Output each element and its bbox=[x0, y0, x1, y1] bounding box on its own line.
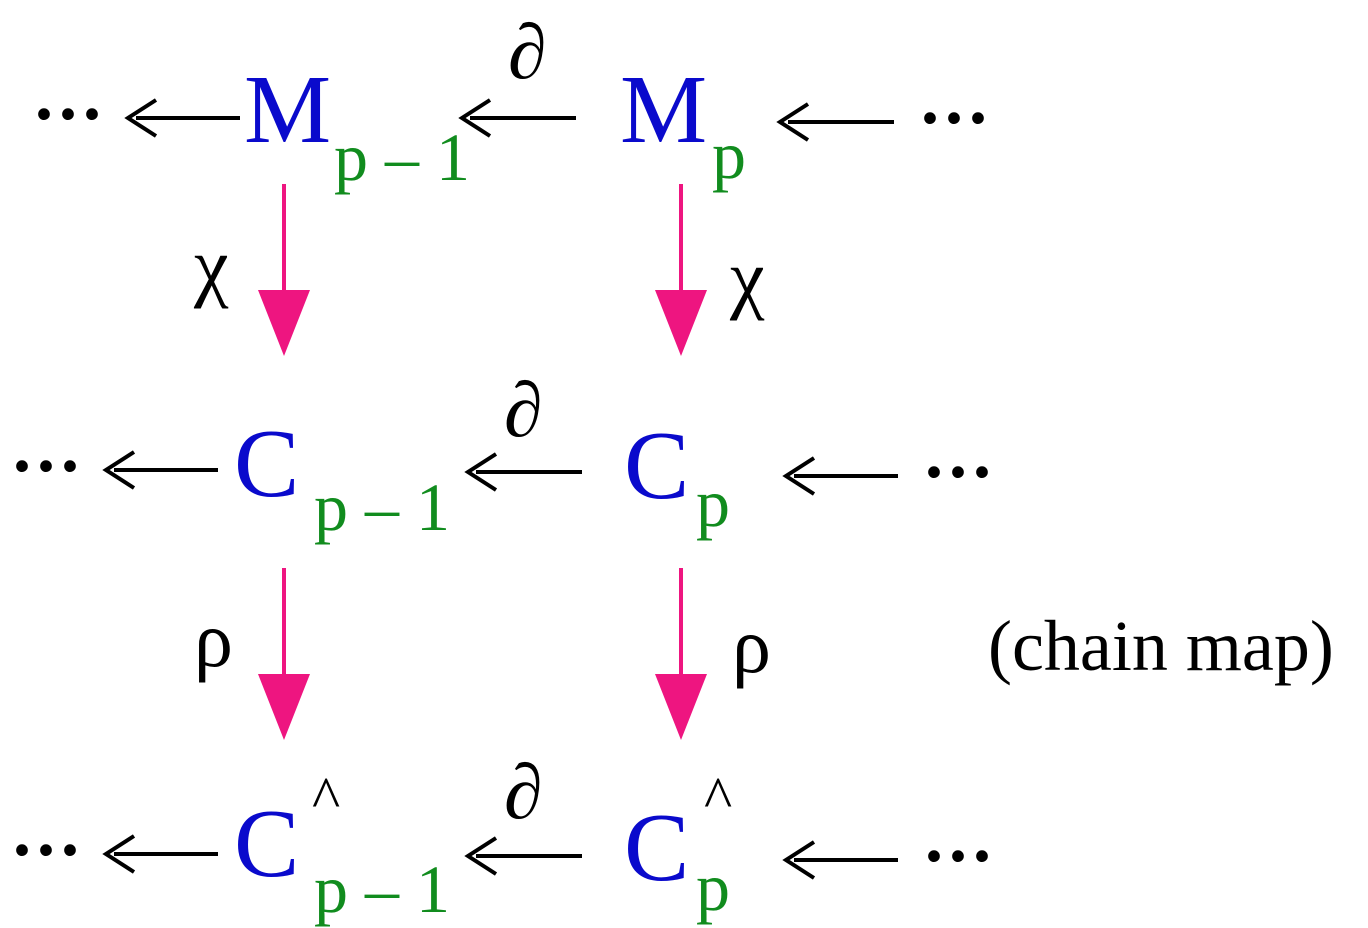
hat-chat-p-minus-1: ^ bbox=[312, 765, 340, 831]
arrow-row-m-left bbox=[124, 98, 240, 138]
boundary-label-row-c: ∂ bbox=[504, 366, 543, 453]
arrow-row-c-right bbox=[782, 456, 898, 496]
subscript-chat-p: p bbox=[696, 849, 730, 925]
object-c-p-minus-1: C bbox=[234, 410, 299, 518]
chi-label-left: χ bbox=[193, 222, 229, 309]
object-m-p-minus-1: M bbox=[244, 56, 331, 164]
chi-label-right: χ bbox=[729, 234, 765, 321]
arrow-row-m-boundary bbox=[458, 98, 576, 138]
subscript-m-p: p bbox=[712, 117, 746, 193]
subscript-m-p-minus-1: p – 1 bbox=[334, 119, 470, 195]
arrow-row-chat-right bbox=[782, 840, 898, 880]
boundary-label-row-m: ∂ bbox=[508, 8, 547, 95]
ellipsis-row-m-left: ··· bbox=[32, 74, 104, 154]
arrow-row-m-right bbox=[776, 102, 894, 142]
object-chat-p: C bbox=[624, 794, 689, 902]
boundary-label-row-chat: ∂ bbox=[504, 748, 543, 835]
subscript-c-p: p bbox=[696, 465, 730, 541]
chi-arrow-left bbox=[258, 184, 310, 356]
chi-arrow-right bbox=[655, 184, 707, 356]
subscript-chat-p-minus-1: p – 1 bbox=[314, 851, 450, 927]
rho-label-left: ρ bbox=[194, 596, 233, 683]
ellipsis-row-c-right: ··· bbox=[922, 432, 994, 512]
chain-map-note: (chain map) bbox=[988, 606, 1334, 686]
rho-label-right: ρ bbox=[732, 602, 771, 689]
ellipsis-row-chat-left: ··· bbox=[10, 810, 82, 890]
arrow-row-c-boundary bbox=[464, 452, 582, 492]
arrow-row-c-left bbox=[102, 450, 218, 490]
arrow-row-chat-boundary bbox=[464, 836, 582, 876]
subscript-c-p-minus-1: p – 1 bbox=[314, 469, 450, 545]
object-c-p: C bbox=[624, 412, 689, 520]
rho-arrow-right bbox=[655, 568, 707, 740]
ellipsis-row-c-left: ··· bbox=[10, 426, 82, 506]
object-chat-p-minus-1: C bbox=[234, 790, 299, 898]
rho-arrow-left bbox=[258, 568, 310, 740]
ellipsis-row-chat-right: ··· bbox=[922, 816, 994, 896]
object-m-p: M bbox=[620, 56, 707, 164]
ellipsis-row-m-right: ··· bbox=[918, 78, 990, 158]
arrow-row-chat-left bbox=[102, 834, 218, 874]
hat-chat-p: ^ bbox=[704, 765, 732, 831]
